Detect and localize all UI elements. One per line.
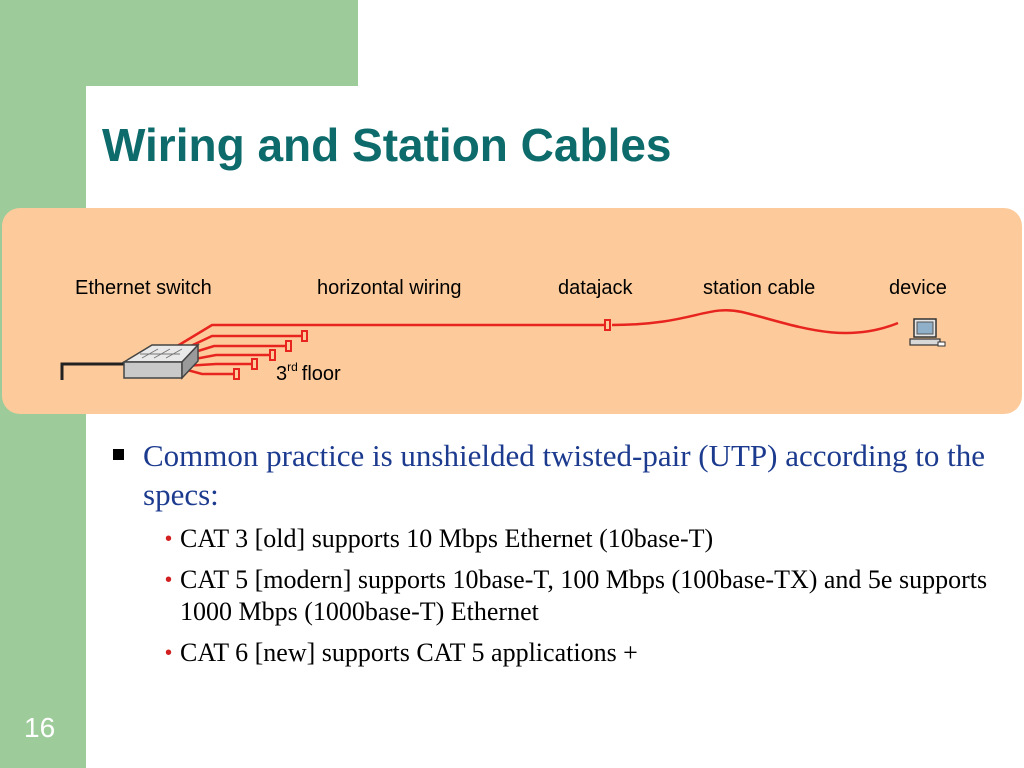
square-bullet-icon [113, 449, 124, 460]
label-datajack: datajack [558, 277, 633, 299]
connector-icon [233, 319, 611, 380]
label-station-cable: station cable [703, 277, 815, 299]
sub-bullet-text: CAT 3 [old] supports 10 Mbps Ethernet (1… [180, 524, 714, 553]
station-cable [611, 308, 899, 335]
sub-bullet: • CAT 3 [old] supports 10 Mbps Ethernet … [110, 523, 990, 555]
bullet-list: Common practice is unshielded twisted-pa… [110, 436, 990, 669]
label-device: device [889, 277, 947, 299]
diagram-panel: Ethernet switch horizontal wiring dataja… [2, 208, 1022, 414]
datajack-connector [604, 319, 611, 331]
label-ethernet-switch: Ethernet switch [75, 277, 212, 299]
slide-title: Wiring and Station Cables [102, 119, 672, 171]
sub-bullet-text: CAT 6 [new] supports CAT 5 applications … [180, 638, 638, 667]
main-bullet: Common practice is unshielded twisted-pa… [110, 436, 990, 514]
dot-bullet-icon: • [165, 528, 173, 550]
ethernet-switch-icon [121, 343, 200, 380]
horizontal-cable [173, 323, 607, 350]
uplink-cable [60, 362, 128, 380]
computer-icon [909, 318, 946, 347]
dot-bullet-icon: • [165, 569, 173, 591]
dot-bullet-icon: • [165, 642, 173, 664]
rounded-corner [86, 86, 166, 166]
sub-bullet: • CAT 5 [modern] supports 10base-T, 100 … [110, 564, 990, 628]
sub-bullet-text: CAT 5 [modern] supports 10base-T, 100 Mb… [180, 565, 988, 626]
slide-number: 16 [24, 712, 56, 743]
wiring-diagram: Ethernet switch horizontal wiring dataja… [60, 277, 947, 385]
main-bullet-text: Common practice is unshielded twisted-pa… [143, 438, 985, 512]
sub-bullet: • CAT 6 [new] supports CAT 5 application… [110, 637, 990, 669]
label-horizontal-wiring: horizontal wiring [317, 277, 462, 299]
